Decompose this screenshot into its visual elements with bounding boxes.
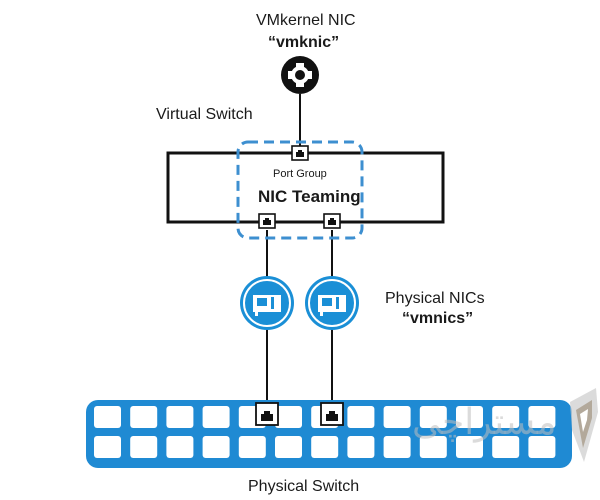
switch-port-cell xyxy=(383,406,411,428)
port-icon xyxy=(258,213,276,229)
virtual-switch-label: Virtual Switch xyxy=(156,106,253,123)
vmkernel-nic-title: VMkernel NIC xyxy=(256,12,356,29)
switch-port-cell xyxy=(419,436,447,458)
switch-port-cell xyxy=(130,406,158,428)
switch-port-cell xyxy=(347,436,375,458)
switch-port-cell xyxy=(492,406,520,428)
physical-switch-ports xyxy=(94,406,556,458)
nic-teaming-label: NIC Teaming xyxy=(258,187,361,206)
physical-nics-title: Physical NICs xyxy=(385,290,485,307)
switch-port-cell xyxy=(311,436,339,458)
switch-port-cell xyxy=(238,436,266,458)
port-icon xyxy=(323,213,341,229)
watermark-logo xyxy=(570,388,598,462)
physical-switch-label: Physical Switch xyxy=(248,478,360,495)
switch-port-cell xyxy=(347,406,375,428)
port-group-outline xyxy=(236,140,364,240)
switch-port-cell xyxy=(166,436,194,458)
switch-port-cell xyxy=(202,436,230,458)
switch-port-cell xyxy=(456,436,483,458)
switch-port-cell xyxy=(130,436,158,458)
nic-card-icon xyxy=(240,276,294,330)
switch-port-cell xyxy=(94,406,121,428)
port-group-label: Port Group xyxy=(273,168,327,180)
switch-port-cell xyxy=(528,436,556,458)
switch-port-cell xyxy=(275,406,302,428)
port-icon xyxy=(291,145,309,161)
switch-port-cell xyxy=(528,406,556,428)
vmkernel-nic-subtitle: “vmknic” xyxy=(268,34,340,51)
switch-port-cell xyxy=(456,406,483,428)
switch-port-cell xyxy=(383,436,411,458)
physical-nics-subtitle: “vmnics” xyxy=(402,310,474,327)
switch-port-cell xyxy=(202,406,230,428)
switch-port-cell xyxy=(419,406,447,428)
nic-card-icon xyxy=(305,276,359,330)
gear-icon xyxy=(281,56,319,94)
port-icon xyxy=(320,402,344,426)
port-icon xyxy=(255,402,279,426)
watermark-text: مستراچی xyxy=(412,402,557,443)
switch-port-cell xyxy=(94,436,121,458)
switch-port-cell xyxy=(275,436,302,458)
switch-port-cell xyxy=(166,406,194,428)
switch-port-cell xyxy=(492,436,520,458)
